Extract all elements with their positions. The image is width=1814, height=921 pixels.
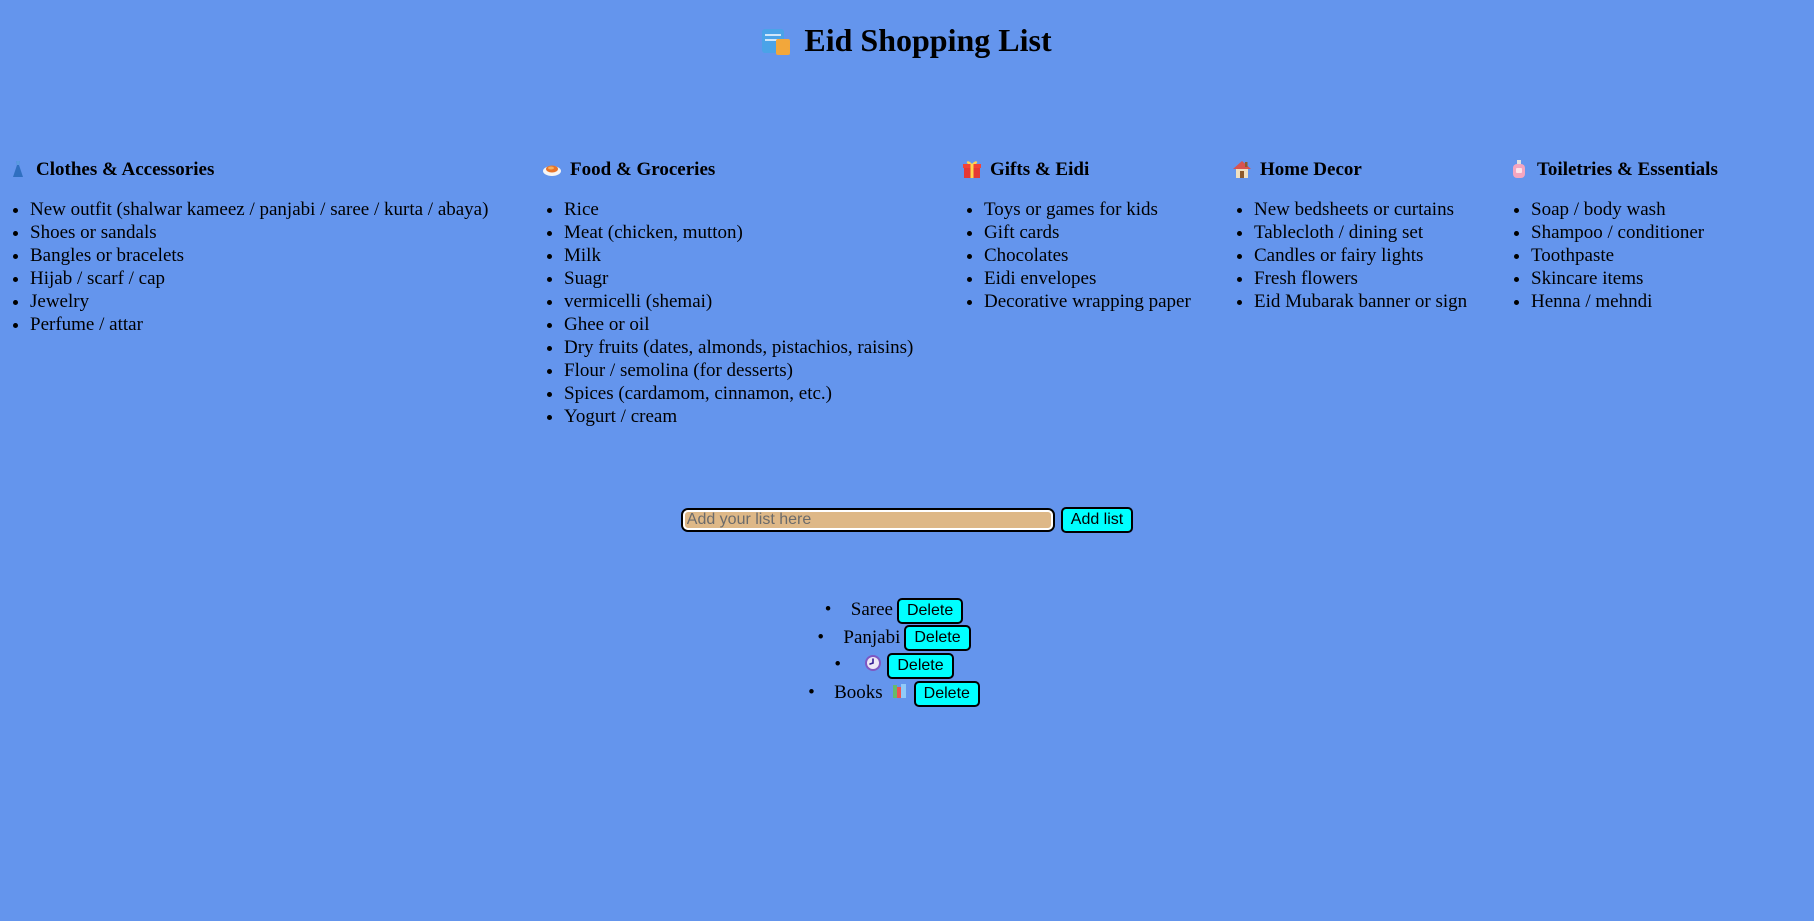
- list-item: Fresh flowers: [1254, 267, 1467, 290]
- list-item-text: Panjabi: [843, 626, 901, 648]
- lotion-bottle-icon: [1513, 159, 1525, 178]
- list-item: Chocolates: [984, 244, 1191, 267]
- list-item: New bedsheets or curtains: [1254, 198, 1467, 221]
- category-gifts: Gifts & Eidi Toys or games for kids Gift…: [954, 150, 1191, 313]
- list-item: Ghee or oil: [564, 313, 913, 336]
- list-item: Milk: [564, 244, 913, 267]
- list-item: Flour / semolina (for desserts): [564, 359, 913, 382]
- list-item: Meat (chicken, mutton): [564, 221, 913, 244]
- food-icon: [543, 165, 561, 176]
- delete-button[interactable]: Delete: [887, 652, 954, 679]
- list-item: Eid Mubarak banner or sign: [1254, 290, 1467, 313]
- list-item: Gift cards: [984, 221, 1191, 244]
- category-list: Toys or games for kids Gift cards Chocol…: [954, 198, 1191, 313]
- category-heading: Clothes & Accessories: [0, 150, 488, 190]
- add-list-button[interactable]: Add list: [1060, 507, 1134, 533]
- list-input[interactable]: [680, 508, 1055, 532]
- list-item: Skincare items: [1531, 267, 1718, 290]
- list-item-text: Saree: [850, 599, 893, 620]
- gift-icon: [963, 160, 981, 178]
- page-title: Eid Shopping List: [0, 18, 1814, 62]
- category-list: Rice Meat (chicken, mutton) Milk Suagr v…: [534, 198, 913, 428]
- list-item: Hijab / scarf / cap: [30, 267, 488, 290]
- category-heading: Toiletries & Essentials: [1501, 150, 1718, 190]
- list-item: vermicelli (shemai): [564, 290, 913, 313]
- list-item: Henna / mehndi: [1531, 290, 1718, 313]
- list-item: Dry fruits (dates, almonds, pistachios, …: [564, 336, 913, 359]
- category-food: Food & Groceries Rice Meat (chicken, mut…: [534, 150, 913, 428]
- page-title-text: Eid Shopping List: [804, 22, 1052, 58]
- shopping-bags-icon: [762, 27, 792, 55]
- category-home-decor: Home Decor New bedsheets or curtains Tab…: [1224, 150, 1467, 313]
- add-item-form: Add list: [0, 507, 1814, 533]
- category-heading: Food & Groceries: [534, 150, 913, 190]
- delete-button[interactable]: Delete: [896, 597, 964, 624]
- delete-button[interactable]: Delete: [904, 625, 971, 652]
- category-heading: Gifts & Eidi: [954, 150, 1191, 190]
- category-list: New outfit (shalwar kameez / panjabi / s…: [0, 198, 488, 336]
- list-item: Decorative wrapping paper: [984, 290, 1191, 313]
- list-item: Jewelry: [30, 290, 488, 313]
- list-item: Books Delete: [0, 680, 1814, 707]
- list-item: Tablecloth / dining set: [1254, 221, 1467, 244]
- list-item: Delete: [0, 652, 1814, 679]
- list-item: Spices (cardamom, cinnamon, etc.): [564, 382, 913, 405]
- dress-icon: [13, 160, 23, 177]
- list-item: Yogurt / cream: [564, 405, 913, 428]
- list-item: Eidi envelopes: [984, 267, 1191, 290]
- category-list: Soap / body wash Shampoo / conditioner T…: [1501, 198, 1718, 313]
- list-item: Perfume / attar: [30, 313, 488, 336]
- house-icon: [1233, 160, 1251, 178]
- list-item: Candles or fairy lights: [1254, 244, 1467, 267]
- category-list: New bedsheets or curtains Tablecloth / d…: [1224, 198, 1467, 313]
- list-item: Shampoo / conditioner: [1531, 221, 1718, 244]
- category-clothes: Clothes & Accessories New outfit (shalwa…: [0, 150, 488, 336]
- list-item: Bangles or bracelets: [30, 244, 488, 267]
- clock-icon: [865, 654, 882, 671]
- list-item: Rice: [564, 198, 913, 221]
- delete-button[interactable]: Delete: [913, 680, 980, 707]
- list-item: Soap / body wash: [1531, 198, 1718, 221]
- books-icon: [892, 683, 906, 698]
- list-item: New outfit (shalwar kameez / panjabi / s…: [30, 198, 488, 221]
- list-item: Suagr: [564, 267, 913, 290]
- list-item: Toothpaste: [1531, 244, 1718, 267]
- category-toiletries: Toiletries & Essentials Soap / body wash…: [1501, 150, 1718, 313]
- list-item-text: Books: [834, 681, 883, 703]
- category-heading: Home Decor: [1224, 150, 1467, 190]
- list-item: Toys or games for kids: [984, 198, 1191, 221]
- list-item: Shoes or sandals: [30, 221, 488, 244]
